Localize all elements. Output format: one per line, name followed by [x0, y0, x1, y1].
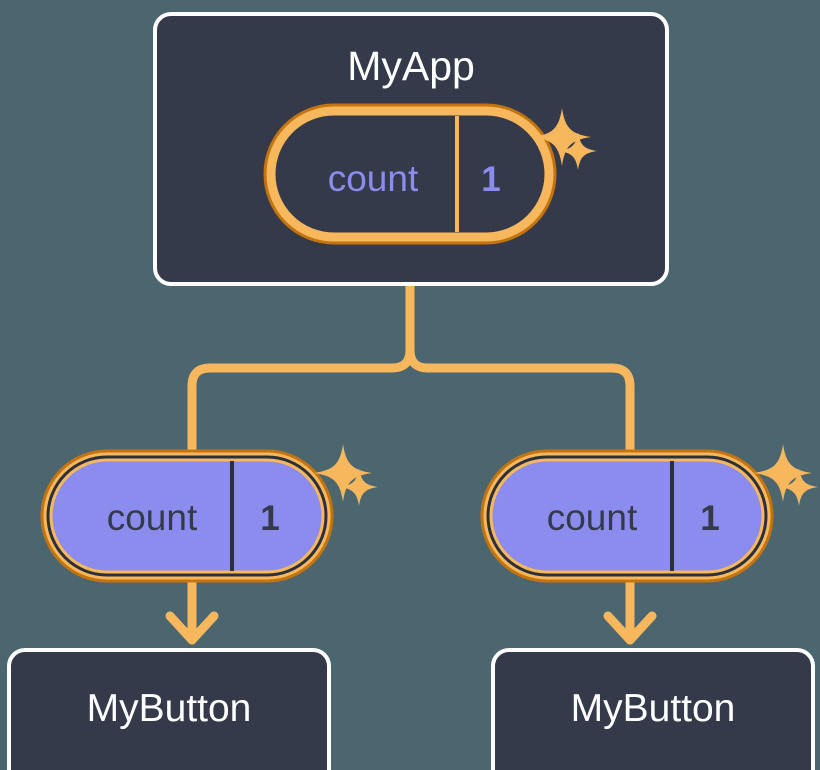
sparkle-four-point-small-left	[340, 468, 378, 506]
arrow-down-icon-left	[165, 567, 219, 645]
sparkle-four-point-large-myapp	[533, 108, 591, 166]
mybutton-right-body[interactable]	[491, 648, 815, 770]
myapp-pill-key: count	[328, 158, 419, 199]
myapp-pill-ring-inner	[266, 106, 554, 242]
node-left-state-pill[interactable]: count 1	[40, 444, 378, 583]
right-pill-key: count	[547, 497, 638, 538]
sparkle-group-left	[314, 444, 378, 506]
left-pill-value: 1	[260, 499, 279, 538]
sparkle-four-point-large-right	[754, 444, 812, 502]
sparkle-group-right	[754, 444, 818, 506]
node-right-state-pill[interactable]: count 1	[480, 444, 818, 583]
sparkle-four-point-small-right	[780, 468, 818, 506]
mybutton-left-title: MyButton	[87, 687, 252, 730]
sparkle-group-myapp	[533, 108, 597, 170]
connector-right-leg	[405, 345, 635, 467]
left-pill-key: count	[107, 497, 198, 538]
myapp-title: MyApp	[347, 43, 475, 89]
sparkle-four-point-small-myapp	[559, 132, 597, 170]
right-pill-value: 1	[700, 499, 719, 538]
node-mybutton-right[interactable]: MyButton	[491, 648, 815, 770]
myapp-pill-value: 1	[481, 160, 500, 199]
mybutton-right-title: MyButton	[571, 687, 736, 730]
myapp-state-pill[interactable]: count 1	[263, 103, 557, 245]
arrow-right-head	[603, 611, 657, 645]
sparkle-four-point-large-left	[314, 444, 372, 502]
left-pill-stroke	[46, 455, 328, 577]
node-myapp[interactable]: MyApp count 1	[153, 12, 669, 286]
right-pill-stroke	[486, 455, 768, 577]
arrow-left-head	[165, 611, 219, 645]
branch-connector-icon	[187, 280, 635, 467]
mybutton-left-body[interactable]	[7, 648, 331, 770]
node-mybutton-left[interactable]: MyButton	[7, 648, 331, 770]
arrow-down-icon-right	[603, 567, 657, 645]
